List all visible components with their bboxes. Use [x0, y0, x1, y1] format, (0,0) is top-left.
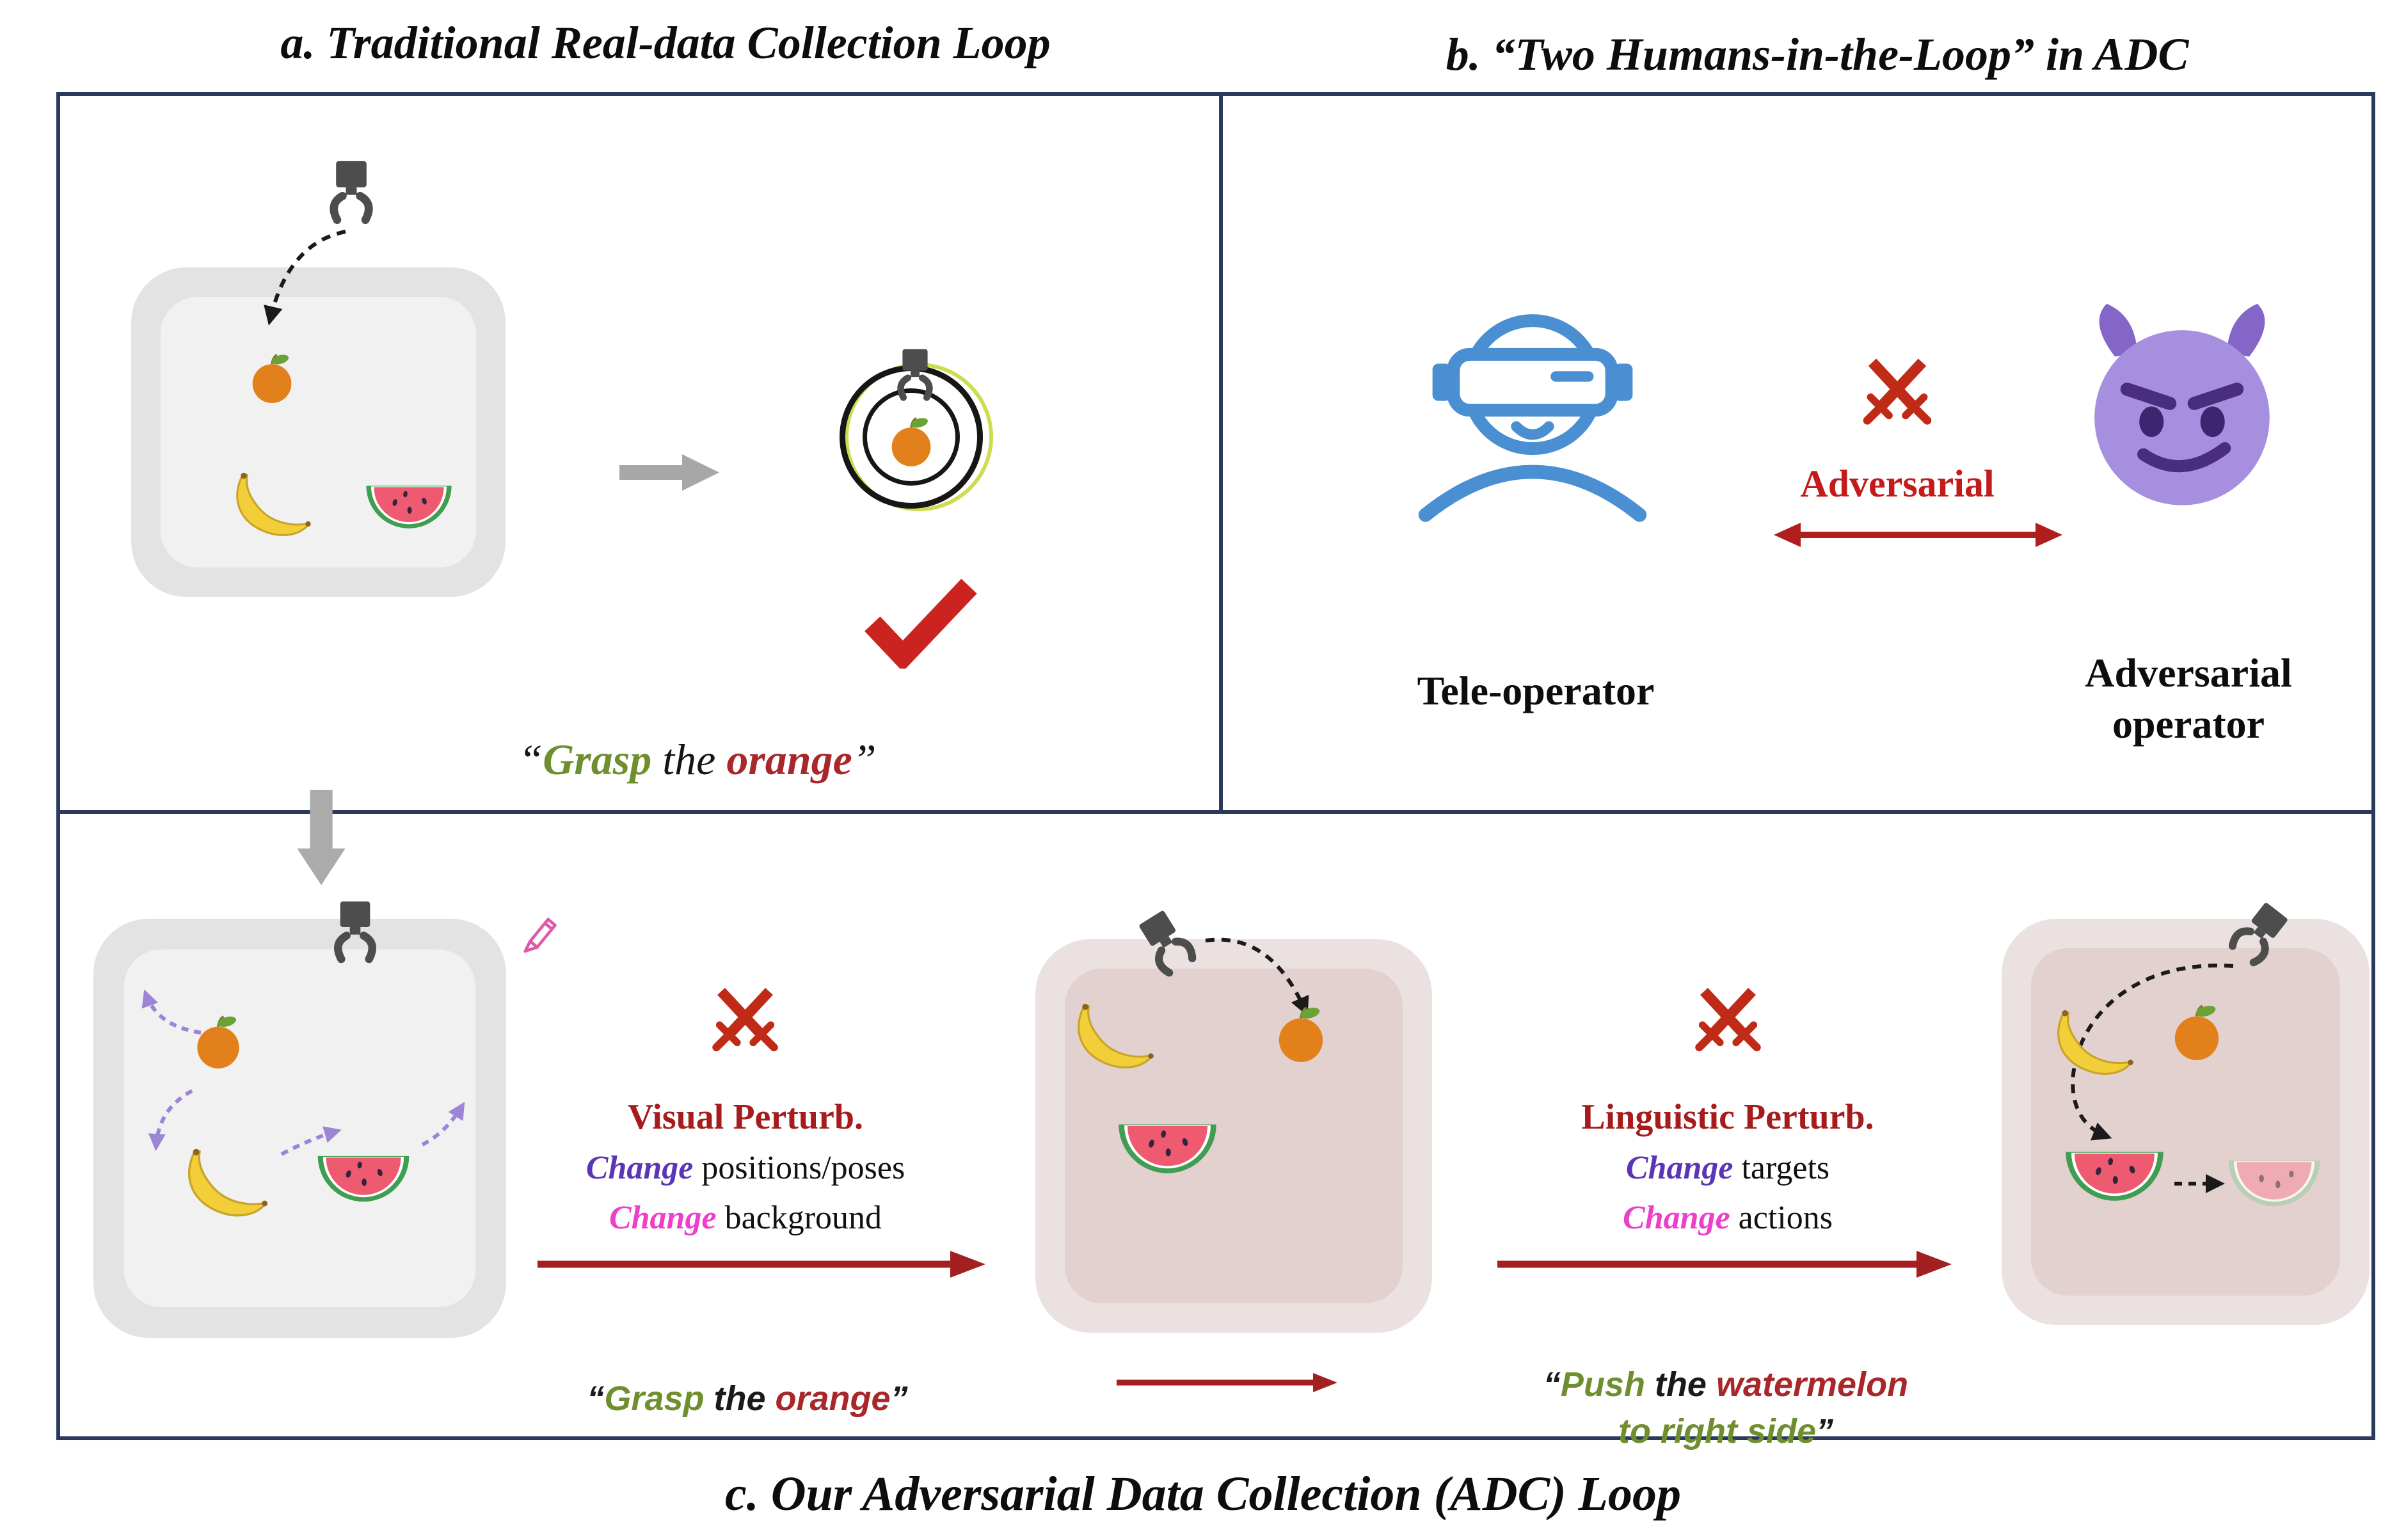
devil-icon [2070, 296, 2294, 509]
panel-c-title: c. Our Adversarial Data Collection (ADC)… [725, 1467, 1681, 1521]
quote-close: ” [1816, 1411, 1833, 1450]
banana-icon [180, 1144, 273, 1219]
adversarial-label: Adversarial [1800, 463, 1995, 505]
banana-icon [1067, 999, 1162, 1071]
change-word: Change [1623, 1200, 1730, 1236]
crossed-swords-icon [1856, 351, 1939, 434]
caption-line1: “Push the watermelon [1489, 1361, 1963, 1408]
perturb-dashed-arrow [421, 1102, 465, 1147]
caption-mid: the [651, 735, 727, 784]
tray-inner [2031, 948, 2340, 1296]
orange-icon [2168, 1001, 2226, 1061]
linguistic-perturb-line2: Change actions [1529, 1199, 1926, 1237]
visual-perturb-title: Visual Perturb. [627, 1097, 864, 1137]
watermelon-icon [1115, 1116, 1220, 1180]
divider-vertical [1219, 92, 1223, 814]
gray-arrow-down-icon [289, 788, 353, 889]
caption-line2: to right side” [1489, 1408, 1963, 1455]
workspace-tray-a [131, 267, 506, 597]
pencil-edit-icon [513, 905, 563, 955]
push-dashed-arrow [2174, 1174, 2225, 1193]
figure-frame [56, 92, 2375, 1440]
linguistic-perturb-line1: Change targets [1529, 1149, 1926, 1187]
panel-a-title: a. Traditional Real-data Collection Loop [280, 17, 1051, 68]
instruction-grasp-orange-small: “Grasp the orange” [511, 1376, 984, 1422]
instruction-grasp-orange: “Grasp the orange” [358, 734, 1037, 785]
quote-open: “ [518, 735, 543, 784]
adversarial-operator-line2: operator [2112, 701, 2265, 747]
gripper-motion-dashed-arrow [1205, 937, 1309, 1017]
tray-inner [124, 949, 475, 1307]
quote-close: ” [890, 1379, 908, 1418]
adversarial-operator-line1: Adversarial [2085, 650, 2292, 695]
caption-object: orange [726, 735, 852, 784]
tele-operator-label: Tele-operator [1417, 668, 1655, 713]
vr-teleoperator-icon [1405, 285, 1661, 531]
caption-mid: the [704, 1379, 776, 1418]
adversarial-operator-label: Adversarial operator [2009, 647, 2368, 750]
crossed-swords-icon [1688, 980, 1768, 1060]
workspace-tray-c3 [2002, 919, 2370, 1325]
linguistic-perturb-title: Linguistic Perturb. [1581, 1097, 1874, 1137]
orange-icon [246, 351, 298, 404]
instruction-push-watermelon: “Push the watermelon to right side” [1489, 1361, 1963, 1455]
caption-object: watermelon [1716, 1365, 1909, 1404]
panel-b-title: b. “Two Humans-in-the-Loop” in ADC [1446, 29, 2189, 80]
caption-direction: to right side [1618, 1411, 1816, 1450]
sequence-arrow-right [1117, 1373, 1337, 1392]
watermelon-icon [2062, 1144, 2167, 1208]
change-word: Change [609, 1200, 717, 1236]
divider-horizontal [56, 810, 2375, 814]
change-rest: background [716, 1200, 882, 1236]
grasp-target-scope [838, 361, 995, 518]
perturb-dashed-arrow [280, 1126, 342, 1156]
orange-icon [1272, 1003, 1330, 1063]
watermelon-icon [363, 479, 454, 535]
visual-perturb-line1: Change positions/poses [512, 1149, 979, 1187]
workspace-tray-c1 [93, 919, 506, 1338]
quote-close: ” [852, 735, 877, 784]
adversarial-double-arrow [1774, 523, 2062, 547]
checkmark-icon [861, 579, 979, 669]
perturbation-arrow-right [1497, 1251, 1952, 1278]
change-rest: actions [1730, 1200, 1833, 1236]
banana-icon [229, 468, 316, 539]
robot-gripper-icon [323, 899, 387, 974]
caption-mid: the [1645, 1365, 1716, 1404]
scope-ring-inner [863, 388, 960, 486]
gray-arrow-right-icon [619, 448, 722, 496]
gripper-motion-dashed-arrow [2071, 964, 2234, 1141]
quote-open: “ [587, 1379, 605, 1418]
robot-gripper-icon [319, 159, 384, 235]
watermelon-faded-icon [2226, 1153, 2323, 1213]
change-word: Change [586, 1150, 694, 1186]
change-word: Change [1625, 1150, 1733, 1186]
visual-perturb-line2: Change background [512, 1199, 979, 1237]
orange-icon [886, 414, 937, 468]
perturb-dashed-arrow [148, 1089, 193, 1152]
caption-verb: Push [1560, 1365, 1645, 1404]
caption-object: orange [775, 1379, 891, 1418]
crossed-swords-icon [705, 980, 785, 1060]
robot-gripper-icon [888, 347, 942, 410]
caption-verb: Grasp [543, 735, 652, 784]
perturb-dashed-arrow [141, 989, 202, 1035]
change-rest: positions/poses [693, 1150, 905, 1186]
caption-verb: Grasp [604, 1379, 705, 1418]
banana-icon [2046, 1006, 2142, 1077]
gripper-motion-dashed-arrow [264, 230, 346, 326]
quote-open: “ [1543, 1365, 1561, 1404]
perturbation-arrow-right [538, 1251, 985, 1278]
change-rest: targets [1733, 1150, 1830, 1186]
